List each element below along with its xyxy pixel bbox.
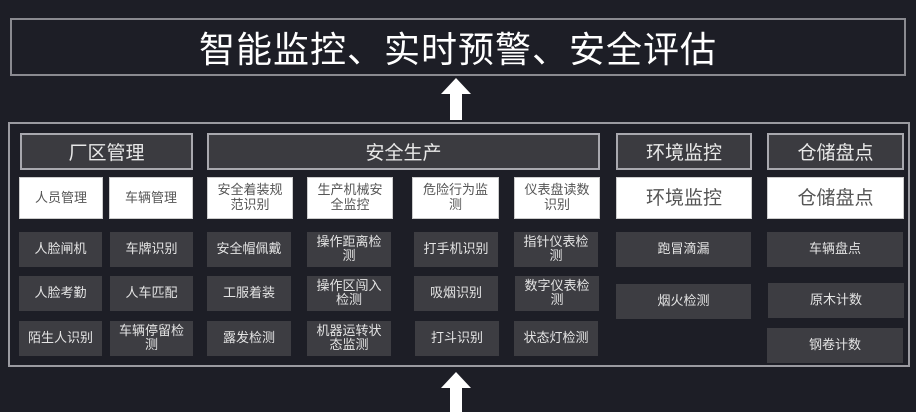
- item: 操作区闯入检测: [307, 276, 391, 311]
- sub-attire: 安全着装规范识别: [207, 177, 293, 219]
- item: 烟火检测: [616, 284, 751, 319]
- item: 露发检测: [207, 321, 291, 356]
- title-text: 智能监控、实时预警、安全评估: [198, 30, 717, 71]
- item: 操作距离检测: [307, 232, 391, 267]
- item: 机器运转状态监测: [307, 321, 391, 356]
- item: 车牌识别: [110, 232, 193, 267]
- arrow-up-icon: [441, 78, 471, 120]
- item: 打斗识别: [415, 321, 499, 356]
- item: 钢卷计数: [767, 328, 903, 363]
- header-environment: 环境监控: [616, 133, 752, 170]
- item: 车辆停留检测: [110, 321, 193, 356]
- capability-panel: [8, 122, 910, 367]
- item: 指针仪表检测: [514, 232, 598, 267]
- sub-personnel: 人员管理: [19, 177, 103, 219]
- item: 车辆盘点: [767, 232, 903, 267]
- item: 人车匹配: [110, 276, 193, 311]
- item: 人脸考勤: [19, 276, 102, 311]
- item: 工服着装: [207, 276, 291, 311]
- item: 安全帽佩戴: [207, 232, 291, 267]
- sub-vehicle: 车辆管理: [109, 177, 193, 219]
- header-storage: 仓储盘点: [767, 133, 904, 170]
- item: 打手机识别: [414, 232, 498, 267]
- item: 陌生人识别: [19, 321, 102, 356]
- top-title-box: 智能监控、实时预警、安全评估: [10, 18, 906, 76]
- sub-gauge: 仪表盘读数识别: [514, 177, 600, 219]
- sub-behavior: 危险行为监测: [412, 177, 499, 219]
- item: 状态灯检测: [514, 321, 598, 356]
- item: 原木计数: [768, 283, 904, 318]
- sub-environment: 环境监控: [616, 177, 752, 219]
- arrow-up-icon: [441, 372, 471, 412]
- header-factory: 厂区管理: [20, 133, 193, 170]
- sub-machinery: 生产机械安全监控: [307, 177, 393, 219]
- sub-storage: 仓储盘点: [767, 177, 904, 219]
- item: 吸烟识别: [414, 276, 498, 311]
- item: 人脸闸机: [19, 232, 102, 267]
- item: 跑冒滴漏: [616, 232, 751, 267]
- item: 数字仪表检测: [515, 276, 599, 311]
- header-safety: 安全生产: [207, 133, 600, 170]
